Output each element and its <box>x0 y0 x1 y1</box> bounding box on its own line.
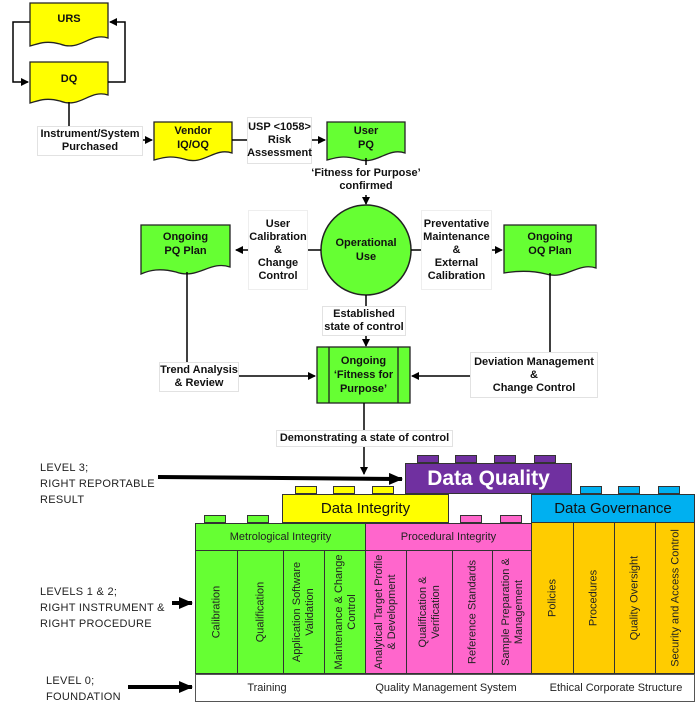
qualification-verification-column: Qualification & Verification <box>406 551 452 673</box>
qualification-label: Qualification <box>254 581 266 643</box>
data-integrity-block: Data Integrity <box>282 494 449 523</box>
trend-analysis-label: Trend Analysis & Review <box>159 362 239 392</box>
metrological-integrity-title: Metrological Integrity <box>229 531 332 543</box>
application-software-column: Application Software Validation <box>283 551 324 673</box>
procedural-columns: Analytical Target Profile & Development … <box>365 550 532 674</box>
procedures-column: Procedures <box>573 523 614 673</box>
ongoing-pq-plan-label: Ongoing PQ Plan <box>162 231 209 257</box>
data-integrity-stud <box>372 486 394 494</box>
urs-label: URS <box>57 13 81 25</box>
reference-standards-label: Reference Standards <box>466 560 478 664</box>
procedural-stud <box>460 515 482 523</box>
sample-preparation-column: Sample Preparation & Management <box>492 551 532 673</box>
data-governance-title: Data Governance <box>554 500 672 517</box>
policies-label: Policies <box>546 579 558 617</box>
policies-column: Policies <box>532 523 573 673</box>
level12-label: LEVELS 1 & 2; RIGHT INSTRUMENT & RIGHT P… <box>40 586 165 630</box>
data-quality-stud <box>455 455 477 463</box>
data-integrity-stud <box>295 486 317 494</box>
level3-arrow <box>157 472 403 485</box>
fitness-confirmed-label: ‘Fitness for Purpose’ confirmed <box>310 165 422 195</box>
preventative-maintenance-label: Preventative Maintenance & External Cali… <box>421 210 492 290</box>
analytical-target-column: Analytical Target Profile & Development <box>366 551 406 673</box>
data-governance-stud <box>618 486 640 494</box>
ongoing-fitness-label: Ongoing ‘Fitness for Purpose’ <box>333 355 394 395</box>
procedural-integrity-header: Procedural Integrity <box>365 523 532 551</box>
vendor-iqoq-label: Vendor IQ/OQ <box>174 125 212 151</box>
maintenance-change-label: Maintenance & Change Control <box>332 554 358 670</box>
metrological-stud <box>204 515 226 523</box>
governance-columns: Policies Procedures Quality Oversight Se… <box>531 522 695 674</box>
dq-label: DQ <box>60 73 78 85</box>
metrological-stud <box>247 515 269 523</box>
data-quality-stud <box>534 455 556 463</box>
level3-label: LEVEL 3; RIGHT REPORTABLE RESULT <box>40 462 155 506</box>
quality-oversight-column: Quality Oversight <box>614 523 655 673</box>
risk-assessment-label: USP <1058> Risk Assessment <box>247 117 312 164</box>
metrological-columns: Calibration Qualification Application So… <box>195 550 366 674</box>
ongoing-pq-plan-document-shape <box>140 224 231 275</box>
ongoing-oq-plan-label: Ongoing OQ Plan <box>527 231 573 257</box>
foundation-block: Training Quality Management System Ethic… <box>195 674 695 702</box>
data-governance-stud <box>580 486 602 494</box>
training-label: Training <box>247 682 287 694</box>
calibration-label: Calibration <box>210 585 222 639</box>
dq-to-urs-connector <box>108 18 126 83</box>
data-quality-stud <box>417 455 439 463</box>
reference-standards-column: Reference Standards <box>452 551 492 673</box>
ethical-structure-label: Ethical Corporate Structure <box>549 682 683 694</box>
calibration-column: Calibration <box>196 551 237 673</box>
vendor-iqoq-document-shape <box>153 121 233 162</box>
level0-label: LEVEL 0; FOUNDATION <box>46 675 121 703</box>
user-calibration-label: User Calibration & Change Control <box>248 210 308 290</box>
data-integrity-stud <box>333 486 355 494</box>
operational-use-label: Operational Use <box>335 237 397 263</box>
data-governance-stud <box>658 486 680 494</box>
demonstrating-state-label: Demonstrating a state of control <box>276 430 453 447</box>
data-quality-title: Data Quality <box>427 466 550 490</box>
qualification-verification-label: Qualification & Verification <box>416 576 442 648</box>
quality-oversight-label: Quality Oversight <box>628 555 641 641</box>
procedural-integrity-title: Procedural Integrity <box>400 531 497 543</box>
urs-to-dq-connector <box>12 21 30 86</box>
user-pq-label: User PQ <box>353 125 379 151</box>
procedures-label: Procedures <box>587 569 600 627</box>
security-access-label: Security and Access Control <box>669 529 681 667</box>
ongoing-oq-plan-document-shape <box>503 224 597 276</box>
established-state-label: Established state of control <box>322 306 406 336</box>
analytical-target-label: Analytical Target Profile & Development <box>373 554 398 670</box>
data-quality-stud <box>494 455 516 463</box>
user-pq-document-shape <box>326 121 406 162</box>
urs-document-shape <box>29 2 109 47</box>
security-access-column: Security and Access Control <box>655 523 695 673</box>
procedural-stud <box>500 515 522 523</box>
ongoing-fitness-process-shape <box>316 346 411 404</box>
deviation-management-label: Deviation Management & Change Control <box>470 352 598 398</box>
data-quality-block: Data Quality <box>405 463 572 494</box>
qms-label: Quality Management System <box>375 682 517 694</box>
application-software-label: Application Software Validation <box>291 561 316 663</box>
data-governance-block: Data Governance <box>531 494 695 523</box>
maintenance-change-column: Maintenance & Change Control <box>324 551 366 673</box>
instrument-purchased-label: Instrument/System Purchased <box>37 126 143 156</box>
qualification-column: Qualification <box>237 551 283 673</box>
data-integrity-title: Data Integrity <box>320 500 411 517</box>
sample-preparation-label: Sample Preparation & Management <box>499 558 525 666</box>
dq-document-shape <box>29 61 109 104</box>
